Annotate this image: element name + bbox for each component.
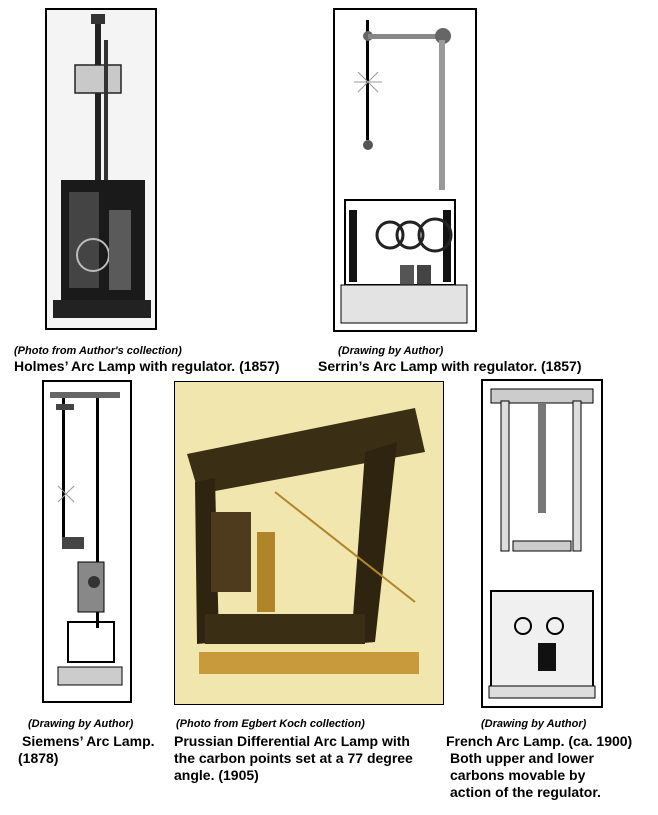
siemens-lamp-drawing bbox=[44, 382, 130, 701]
french-caption-line-4: action of the regulator. bbox=[450, 784, 601, 800]
serrin-drawing-credit: (Drawing by Author) bbox=[338, 345, 444, 357]
siemens-drawing-credit: (Drawing by Author) bbox=[28, 718, 134, 730]
holmes-photo-credit: (Photo from Author's collection) bbox=[14, 345, 182, 357]
french-caption-line-2: Both upper and lower bbox=[450, 750, 594, 766]
french-caption: French Arc Lamp. (ca. 1900) Both upper a… bbox=[446, 733, 656, 801]
prussian-photo-credit: (Photo from Egbert Koch collection) bbox=[176, 718, 365, 730]
serrin-lamp-drawing bbox=[335, 10, 475, 330]
siemens-caption-line-2: (1878) bbox=[18, 750, 59, 766]
prussian-lamp-photo bbox=[175, 382, 443, 704]
french-drawing-credit: (Drawing by Author) bbox=[481, 718, 587, 730]
serrin-lamp-drawing-frame bbox=[333, 8, 477, 332]
prussian-caption-line-2: the carbon points set at a 77 degree bbox=[174, 750, 413, 766]
holmes-lamp-photo bbox=[47, 10, 155, 328]
siemens-caption: Siemens’ Arc Lamp. (1878) bbox=[18, 733, 168, 767]
prussian-caption-line-3: angle. (1905) bbox=[174, 767, 259, 783]
french-caption-line-1: French Arc Lamp. (ca. 1900) bbox=[446, 733, 633, 749]
siemens-lamp-drawing-frame bbox=[42, 380, 132, 703]
siemens-caption-line-1: Siemens’ Arc Lamp. bbox=[22, 733, 155, 749]
french-caption-line-3: carbons movable by bbox=[450, 767, 586, 783]
holmes-lamp-photo-frame bbox=[45, 8, 157, 330]
serrin-caption: Serrin’s Arc Lamp with regulator. (1857) bbox=[318, 358, 582, 374]
holmes-caption: Holmes’ Arc Lamp with regulator. (1857) bbox=[14, 358, 280, 374]
prussian-caption: Prussian Differential Arc Lamp with the … bbox=[174, 733, 464, 784]
french-lamp-drawing-frame bbox=[481, 379, 603, 708]
prussian-lamp-photo-frame bbox=[174, 381, 444, 705]
prussian-caption-line-1: Prussian Differential Arc Lamp with bbox=[174, 733, 410, 749]
french-lamp-drawing bbox=[483, 381, 601, 706]
